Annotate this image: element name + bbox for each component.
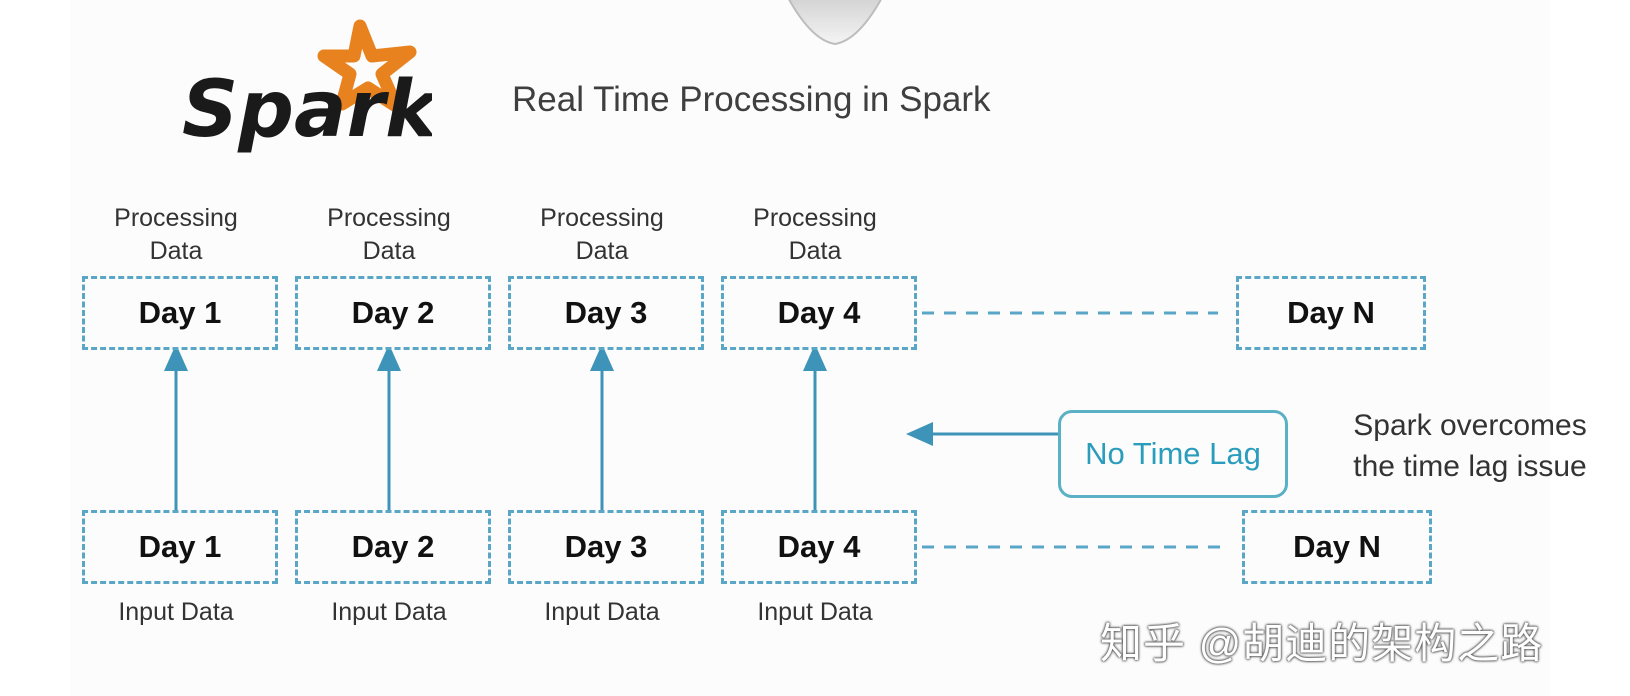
caption-line: Data <box>149 237 203 265</box>
processing-box-dayn: Day N <box>1236 276 1426 350</box>
caption-line: Data <box>362 237 416 265</box>
processing-box-day2: Day 2 <box>295 276 491 350</box>
time-lag-description: Spark overcomes the time lag issue <box>1320 405 1620 487</box>
spark-logo-text: Spark <box>182 65 432 155</box>
input-box-day1: Day 1 <box>82 510 278 584</box>
no-time-lag-callout: No Time Lag <box>1058 410 1288 498</box>
description-line-2: the time lag issue <box>1353 450 1587 483</box>
caption-line: Data <box>788 237 842 265</box>
spark-logo-graphic: Spark <box>182 19 441 155</box>
input-caption-1: Input Data <box>118 598 234 626</box>
spark-logo: Spark <box>182 18 441 158</box>
input-caption-3: Input Data <box>544 598 660 626</box>
page-title: Real Time Processing in Spark <box>512 80 991 119</box>
caption-line: Data <box>575 237 629 265</box>
input-box-day3: Day 3 <box>508 510 704 584</box>
input-box-day4: Day 4 <box>721 510 917 584</box>
processing-box-day4: Day 4 <box>721 276 917 350</box>
watermark-text: 知乎 @胡迪的架构之路 <box>1100 620 1544 667</box>
caption-line: Processing <box>753 204 877 232</box>
input-box-day2: Day 2 <box>295 510 491 584</box>
input-box-dayn: Day N <box>1242 510 1432 584</box>
caption-line: Processing <box>327 204 451 232</box>
input-caption-2: Input Data <box>331 598 447 626</box>
spark-star-icon <box>317 19 417 113</box>
processing-box-day1: Day 1 <box>82 276 278 350</box>
description-line-1: Spark overcomes <box>1353 409 1587 442</box>
top-decoration-shape <box>788 0 882 46</box>
caption-line: Processing <box>540 204 664 232</box>
processing-box-day3: Day 3 <box>508 276 704 350</box>
input-caption-4: Input Data <box>757 598 873 626</box>
caption-line: Processing <box>114 204 238 232</box>
